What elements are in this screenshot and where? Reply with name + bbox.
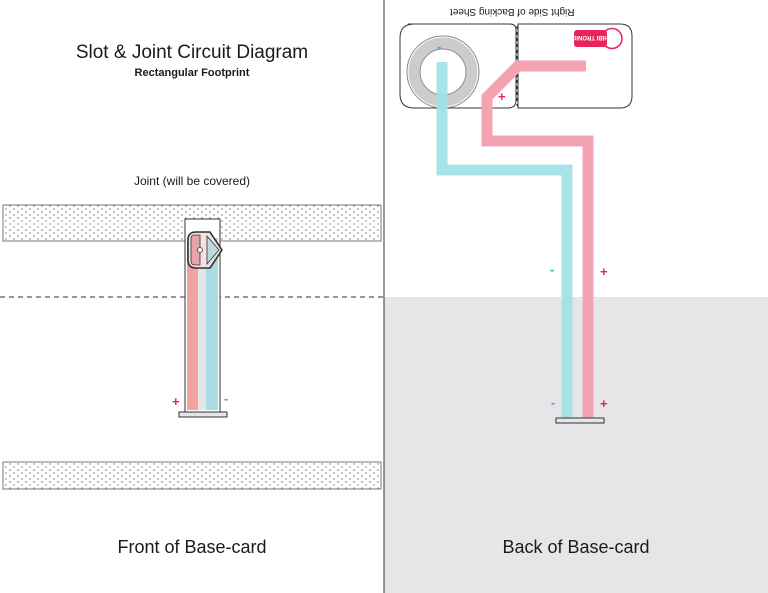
joint-label: Joint (will be covered) <box>133 174 251 188</box>
backing-minus-sign: - <box>437 39 442 54</box>
led-sticker <box>187 231 223 269</box>
back-base-bar <box>555 417 605 424</box>
svg-text:CHIBI TRONICS: CHIBI TRONICS <box>568 34 613 40</box>
back-label: Back of Base-card <box>502 537 650 557</box>
back-negative-trace <box>436 62 573 418</box>
back-shaded-region <box>384 297 768 593</box>
front-label: Front of Base-card <box>117 537 267 557</box>
front-positive-trace <box>187 238 198 410</box>
diagram-subtitle: Rectangular Footprint <box>134 67 250 79</box>
front-base-bar <box>178 411 228 418</box>
chibi-logo: CHIBI TRONICS <box>568 27 623 50</box>
diagram-title: Slot & Joint Circuit Diagram <box>75 42 309 63</box>
backing-plus-sign: + <box>498 89 506 104</box>
bottom-dotted-strip <box>2 461 382 490</box>
backing-sheet-label: Right Side of Backing Sheet <box>450 6 575 17</box>
back-positive-trace <box>481 60 594 418</box>
front-plus-sign: + <box>172 394 180 409</box>
back-plus-sign-lower: + <box>600 396 608 411</box>
front-minus-sign: - <box>224 391 229 406</box>
front-gap <box>198 238 206 410</box>
back-minus-sign-upper: - <box>550 262 555 277</box>
front-negative-trace <box>206 238 218 410</box>
back-plus-sign-upper: + <box>600 264 608 279</box>
back-minus-sign-lower: - <box>551 395 556 410</box>
